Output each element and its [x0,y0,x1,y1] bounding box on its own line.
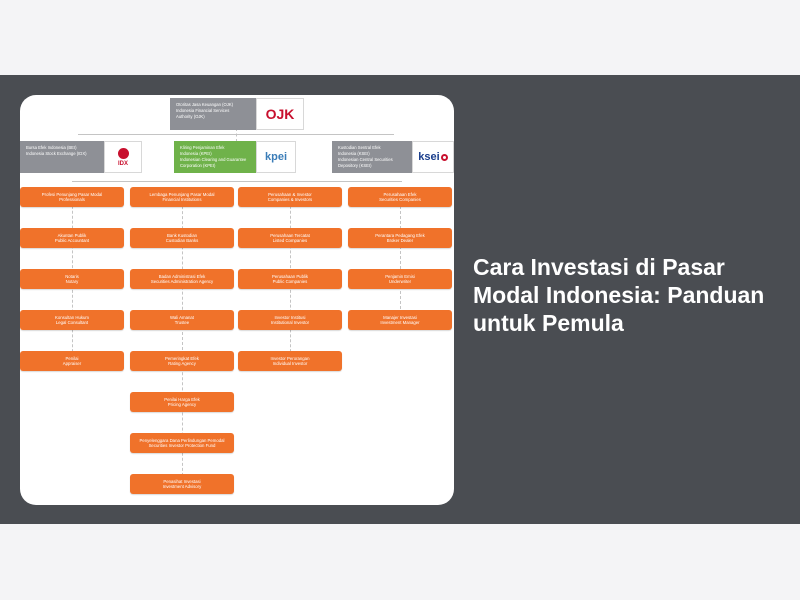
page-title[interactable]: Cara Investasi di Pasar Modal Indonesia:… [473,254,765,336]
ksei-header: Kustodian Sentral Efek Indonesia (KSEI) … [332,141,454,173]
col2-connector [182,191,183,491]
ojk-header: Otoritas Jasa Keuangan (OJK) Indonesia F… [170,98,304,130]
kpei-logo: kpei [256,141,296,173]
column-connector [72,181,402,182]
capital-market-structure-chart: Otoritas Jasa Keuangan (OJK) Indonesia F… [20,95,454,505]
top-vertical-connector [236,128,237,142]
ojk-logo: OJK [256,98,304,130]
idx-header: Bursa Efek Indonesia (BEI) Indonesia Sto… [20,141,142,173]
idx-logo: IDX [104,141,142,173]
ksei-logo: ksei [412,141,454,173]
kpei-header: Kliring Penjaminan Efek Indonesia (KPEI)… [174,141,296,173]
org-chart-image[interactable]: Otoritas Jasa Keuangan (OJK) Indonesia F… [20,95,454,505]
idx-emblem-icon [117,147,129,159]
col4-connector [400,191,401,329]
ksei-emblem-icon [440,153,448,161]
